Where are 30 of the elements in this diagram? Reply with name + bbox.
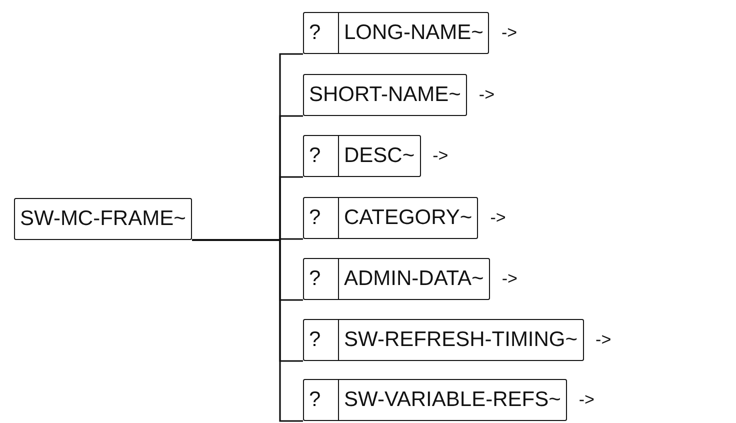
occurrence-marker: ? bbox=[308, 266, 322, 292]
expand-marker: -> bbox=[478, 85, 494, 105]
element-box bbox=[303, 12, 490, 54]
occurrence-marker: ? bbox=[308, 205, 322, 231]
tree-connector bbox=[192, 239, 303, 422]
element-name: SHORT-NAME~ bbox=[308, 82, 462, 108]
expand-marker: -> bbox=[502, 269, 518, 289]
occurrence-marker: ? bbox=[308, 327, 322, 353]
element-box bbox=[303, 135, 421, 177]
element-box bbox=[303, 74, 467, 116]
expand-marker: -> bbox=[501, 23, 518, 43]
element-box bbox=[303, 319, 584, 361]
element-name: DESC~ bbox=[338, 136, 420, 176]
element-name: ADMIN-DATA~ bbox=[338, 259, 489, 299]
occurrence-marker: ? bbox=[308, 20, 322, 46]
element-name: SW-MC-FRAME~ bbox=[19, 206, 187, 232]
element-box bbox=[14, 198, 192, 240]
occurrence-marker: ? bbox=[308, 387, 322, 413]
element-name: SW-VARIABLE-REFS~ bbox=[338, 380, 566, 420]
expand-marker: -> bbox=[578, 390, 594, 410]
element-box bbox=[303, 197, 478, 239]
element-name: SW-REFRESH-TIMING~ bbox=[338, 320, 583, 360]
element-name: CATEGORY~ bbox=[338, 198, 478, 238]
expand-marker: -> bbox=[432, 146, 448, 166]
expand-marker: -> bbox=[490, 208, 506, 228]
occurrence-marker: ? bbox=[308, 143, 322, 169]
element-box bbox=[303, 258, 490, 300]
expand-marker: -> bbox=[596, 330, 612, 350]
element-box bbox=[303, 379, 567, 421]
element-name: LONG-NAME~ bbox=[338, 13, 488, 53]
